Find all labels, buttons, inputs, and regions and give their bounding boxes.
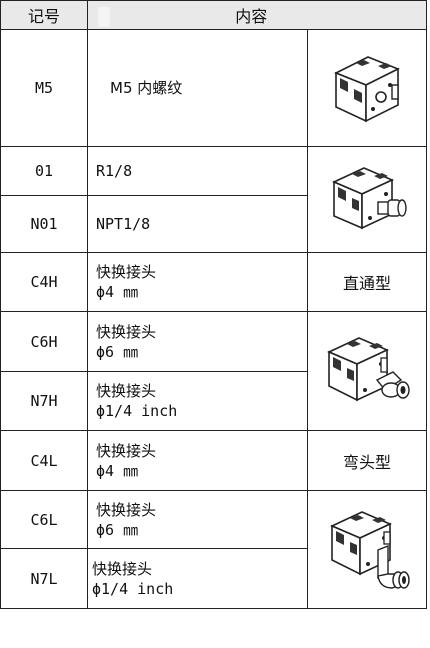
fitting-table: 记号 内容 M5 M5 内螺纹 [0,0,428,609]
table-row: N7L 快换接头 ϕ1/4 inch [0,548,427,609]
header-code: 记号 [0,0,88,30]
table-row: N7H 快换接头 ϕ1/4 inch [0,371,427,431]
table-row: C6L 快换接头 ϕ6 ㎜ [0,490,428,609]
header-highlight [98,7,110,28]
cube-elbow-fitting-icon [306,490,428,609]
row-code: C4L [0,430,88,491]
cube-straight-fitting-icon [306,311,428,431]
row-desc: 快换接头 ϕ1/4 inch [87,548,308,609]
row-code: N7L [0,548,88,609]
row-code: N7H [0,371,88,431]
cube-port-block-icon [306,29,428,147]
header-content: 内容 [86,0,428,30]
group-label-straight: 直通型 [306,252,428,312]
row-desc: NPT1/8 [87,195,308,253]
row-desc: 快换接头 ϕ6 ㎜ [87,490,308,549]
row-code: 01 [0,146,88,196]
row-desc: 快换接头 ϕ1/4 inch [87,371,308,431]
row-desc: 快换接头 ϕ4 ㎜ [87,252,308,312]
row-desc: R1/8 [87,146,308,196]
table-row: C4H 快换接头 ϕ4 ㎜ 直通型 [0,252,428,312]
row-code: C6L [0,490,88,549]
group-label-elbow: 弯头型 [306,430,428,491]
row-code: C4H [0,252,88,312]
table-header-row: 记号 内容 [0,0,428,30]
row-code: N01 [0,195,88,253]
row-desc: 快换接头 ϕ4 ㎜ [87,430,308,491]
row-code: M5 [0,29,88,147]
table-row: N01 NPT1/8 [0,195,427,253]
row-desc: 快换接头 ϕ6 ㎜ [87,311,308,372]
table-row: C6H 快换接头 ϕ6 ㎜ [0,311,428,431]
table-row: 01 R1/8 [0,146,428,253]
cube-threaded-fitting-icon [306,146,428,253]
row-code: C6H [0,311,88,372]
row-desc: M5 内螺纹 [87,29,308,147]
table-row: C4L 快换接头 ϕ4 ㎜ 弯头型 [0,430,428,491]
table-row: M5 M5 内螺纹 [0,29,428,147]
